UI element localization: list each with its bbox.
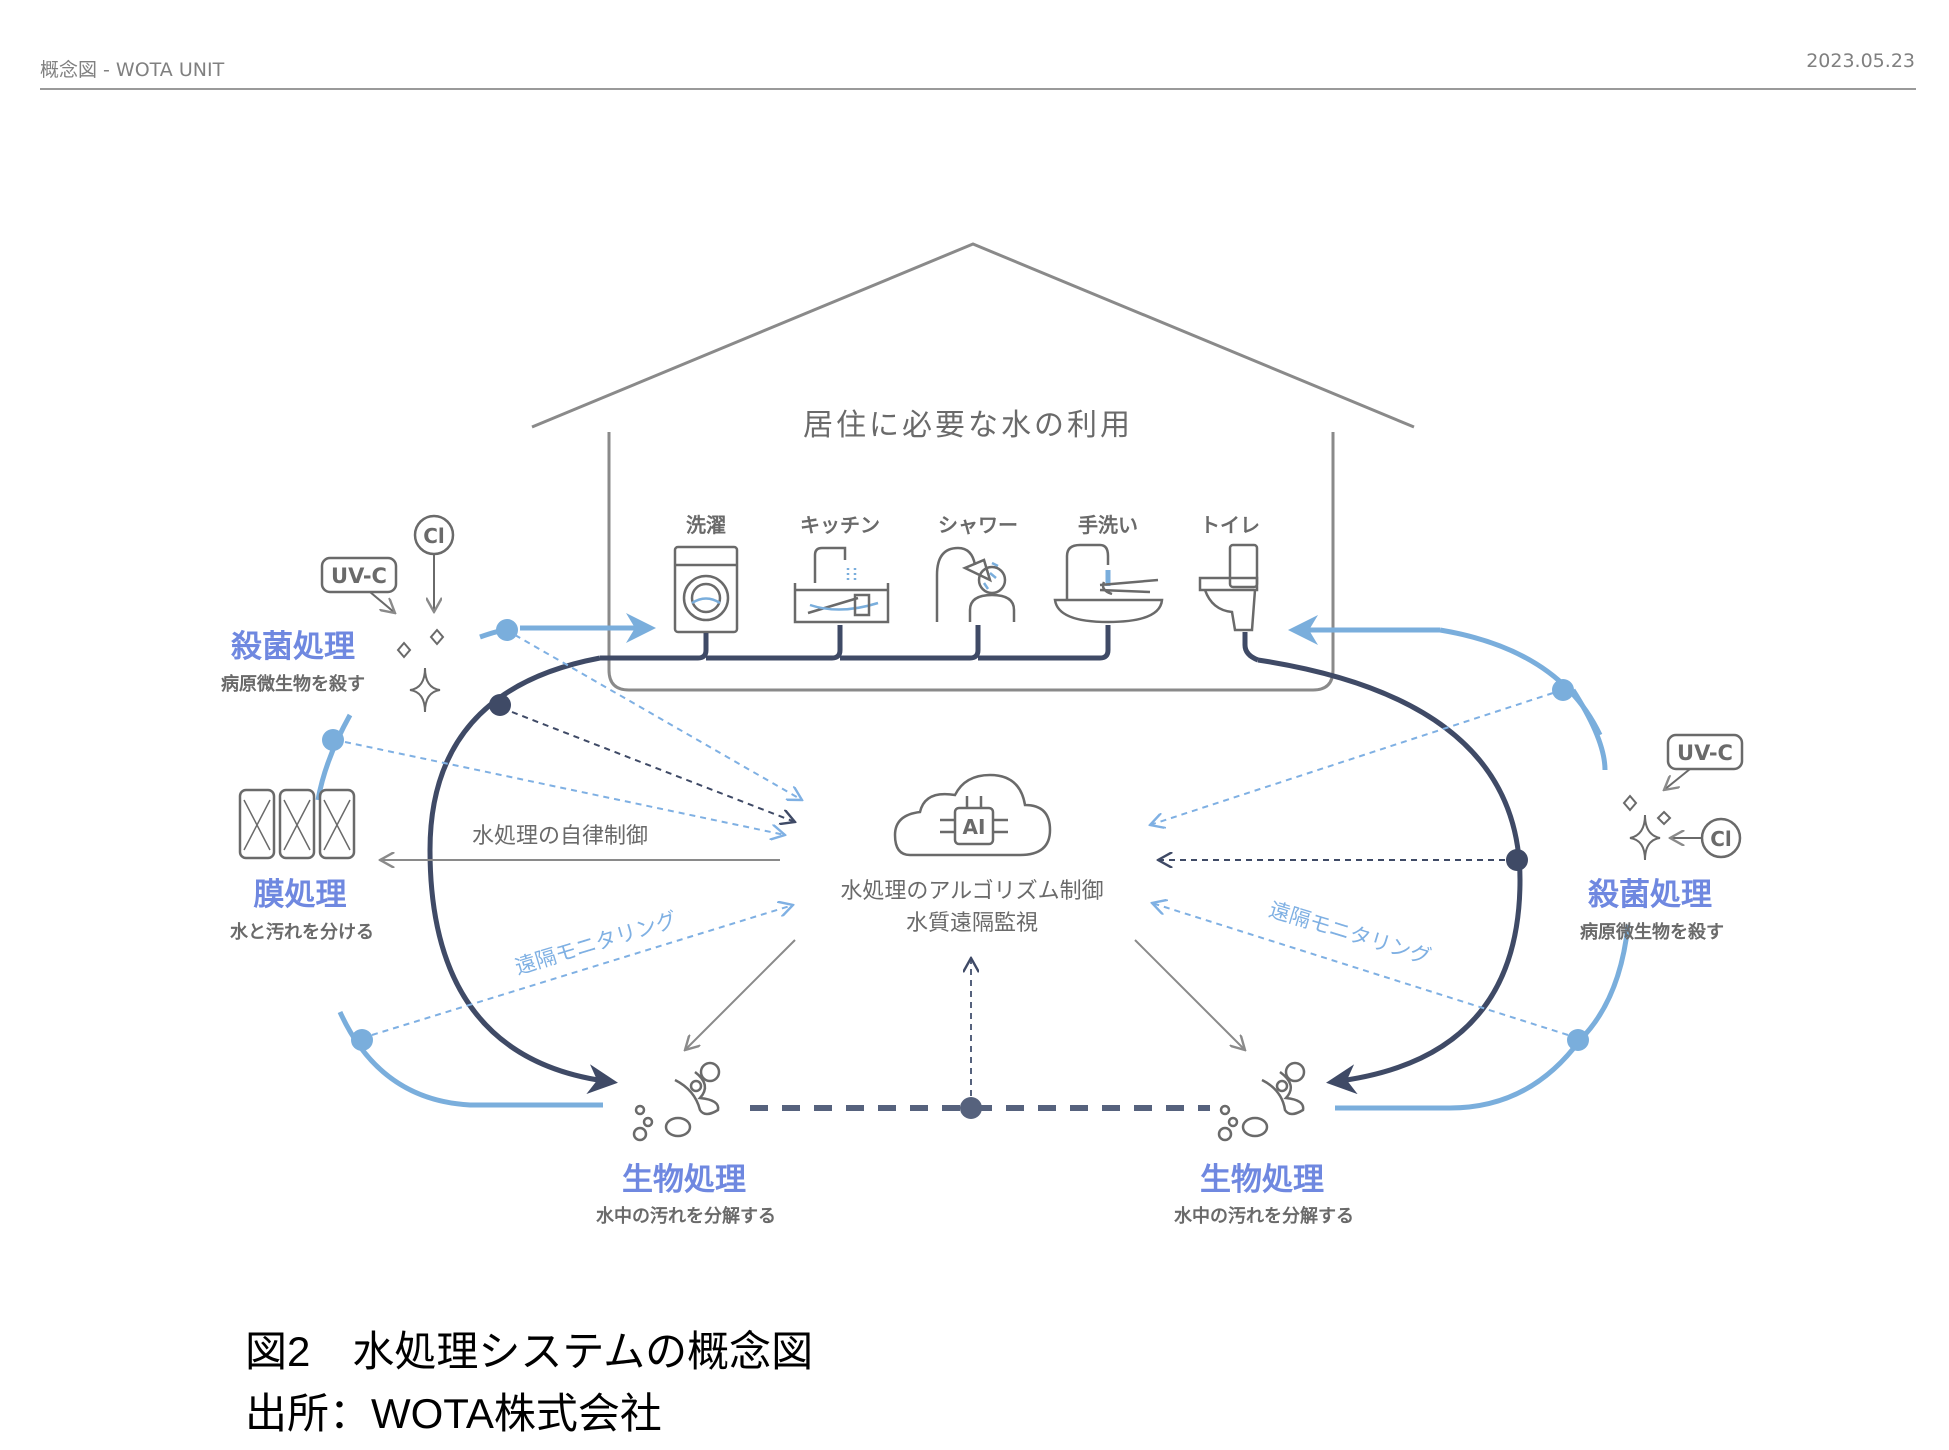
header-title: 概念図 - WOTA UNIT	[40, 59, 225, 81]
disinfection-right-desc: 病原微生物を殺す	[1580, 921, 1724, 943]
return-loop-right-top	[1439, 627, 1603, 737]
header-divider	[40, 88, 1916, 90]
remote-monitoring-left-label: 遠隔モニタリング	[512, 907, 680, 979]
membrane-desc: 水と汚れを分ける	[230, 921, 374, 943]
return-loop-right-lower	[1578, 924, 1631, 1042]
ai-chip-label: AI	[963, 815, 986, 839]
uv-c-left-badge	[320, 556, 398, 613]
use-toilet-label: トイレ	[1200, 513, 1260, 537]
node-left-membrane-blue	[322, 729, 344, 751]
center-monitoring-label: 水質遠隔監視	[906, 911, 1038, 936]
cl-right-label: Cl	[1710, 827, 1732, 851]
ai-cloud-icon	[893, 773, 1052, 857]
disinfection-left-desc: 病原微生物を殺す	[221, 673, 365, 695]
sparkle-right-icon	[1622, 794, 1672, 861]
membrane-title: 膜処理	[254, 877, 347, 913]
header-date: 2023.05.23	[1806, 50, 1915, 72]
uv-c-right-label: UV-C	[1677, 741, 1733, 765]
shower-icon	[935, 546, 1016, 622]
main-loop-left	[427, 655, 618, 1094]
membrane-filter-icon	[238, 788, 356, 860]
uv-c-right-badge	[1664, 733, 1744, 790]
node-right-top-blue	[1552, 679, 1574, 701]
washing-machine-icon	[673, 545, 739, 634]
figure-caption-source: 出所：WOTA株式会社	[245, 1390, 662, 1437]
microbe-left-icon	[632, 1061, 721, 1142]
use-handwash-label: 手洗い	[1078, 513, 1138, 537]
node-left-bottom-blue	[351, 1029, 373, 1051]
node-left-dark	[489, 694, 511, 716]
bio-right-desc: 水中の汚れを分解する	[1174, 1205, 1354, 1227]
bio-left-title: 生物処理	[622, 1162, 746, 1198]
uv-c-left-label: UV-C	[331, 564, 387, 588]
return-loop-right-bottom	[1335, 1038, 1583, 1111]
monitoring-lines	[344, 634, 1569, 1096]
node-left-top-blue	[496, 619, 518, 641]
return-loop-left-bottom	[337, 1010, 603, 1108]
drain-pipes	[600, 625, 1259, 663]
kitchen-sink-icon	[793, 546, 890, 624]
house-walls	[607, 432, 1335, 692]
node-right-bottom-blue	[1567, 1029, 1589, 1051]
control-arrows	[380, 860, 1245, 1050]
disinfection-right-title: 殺菌処理	[1588, 877, 1712, 913]
cl-left-badge	[413, 514, 455, 612]
cl-right-badge	[1670, 817, 1742, 859]
figure-caption-title: 図2 水処理システムの概念図	[245, 1328, 814, 1375]
main-loop-right	[1257, 657, 1523, 1095]
use-shower-label: シャワー	[938, 513, 1018, 537]
toilet-icon	[1198, 543, 1259, 632]
remote-monitoring-right-label: 遠隔モニタリング	[1266, 897, 1434, 969]
use-laundry-label: 洗濯	[686, 513, 726, 537]
disinfection-left-title: 殺菌処理	[231, 629, 355, 665]
house-title: 居住に必要な水の利用	[803, 408, 1133, 443]
autonomous-control-label: 水処理の自律制御	[472, 824, 648, 849]
bio-right-title: 生物処理	[1200, 1162, 1324, 1198]
return-loop-right-upper	[1570, 688, 1608, 771]
node-center-bottom	[960, 1097, 982, 1119]
center-algorithm-label: 水処理のアルゴリズム制御	[840, 879, 1103, 904]
return-loop-left-mid	[315, 713, 353, 801]
handwash-icon	[1053, 543, 1164, 624]
house-roof	[531, 242, 1415, 429]
bio-left-desc: 水中の汚れを分解する	[596, 1205, 776, 1227]
sparkle-left-icon	[396, 628, 445, 713]
use-kitchen-label: キッチン	[800, 513, 880, 537]
cl-left-label: Cl	[423, 524, 445, 548]
node-right-dark	[1506, 849, 1528, 871]
microbe-right-icon	[1217, 1061, 1306, 1142]
